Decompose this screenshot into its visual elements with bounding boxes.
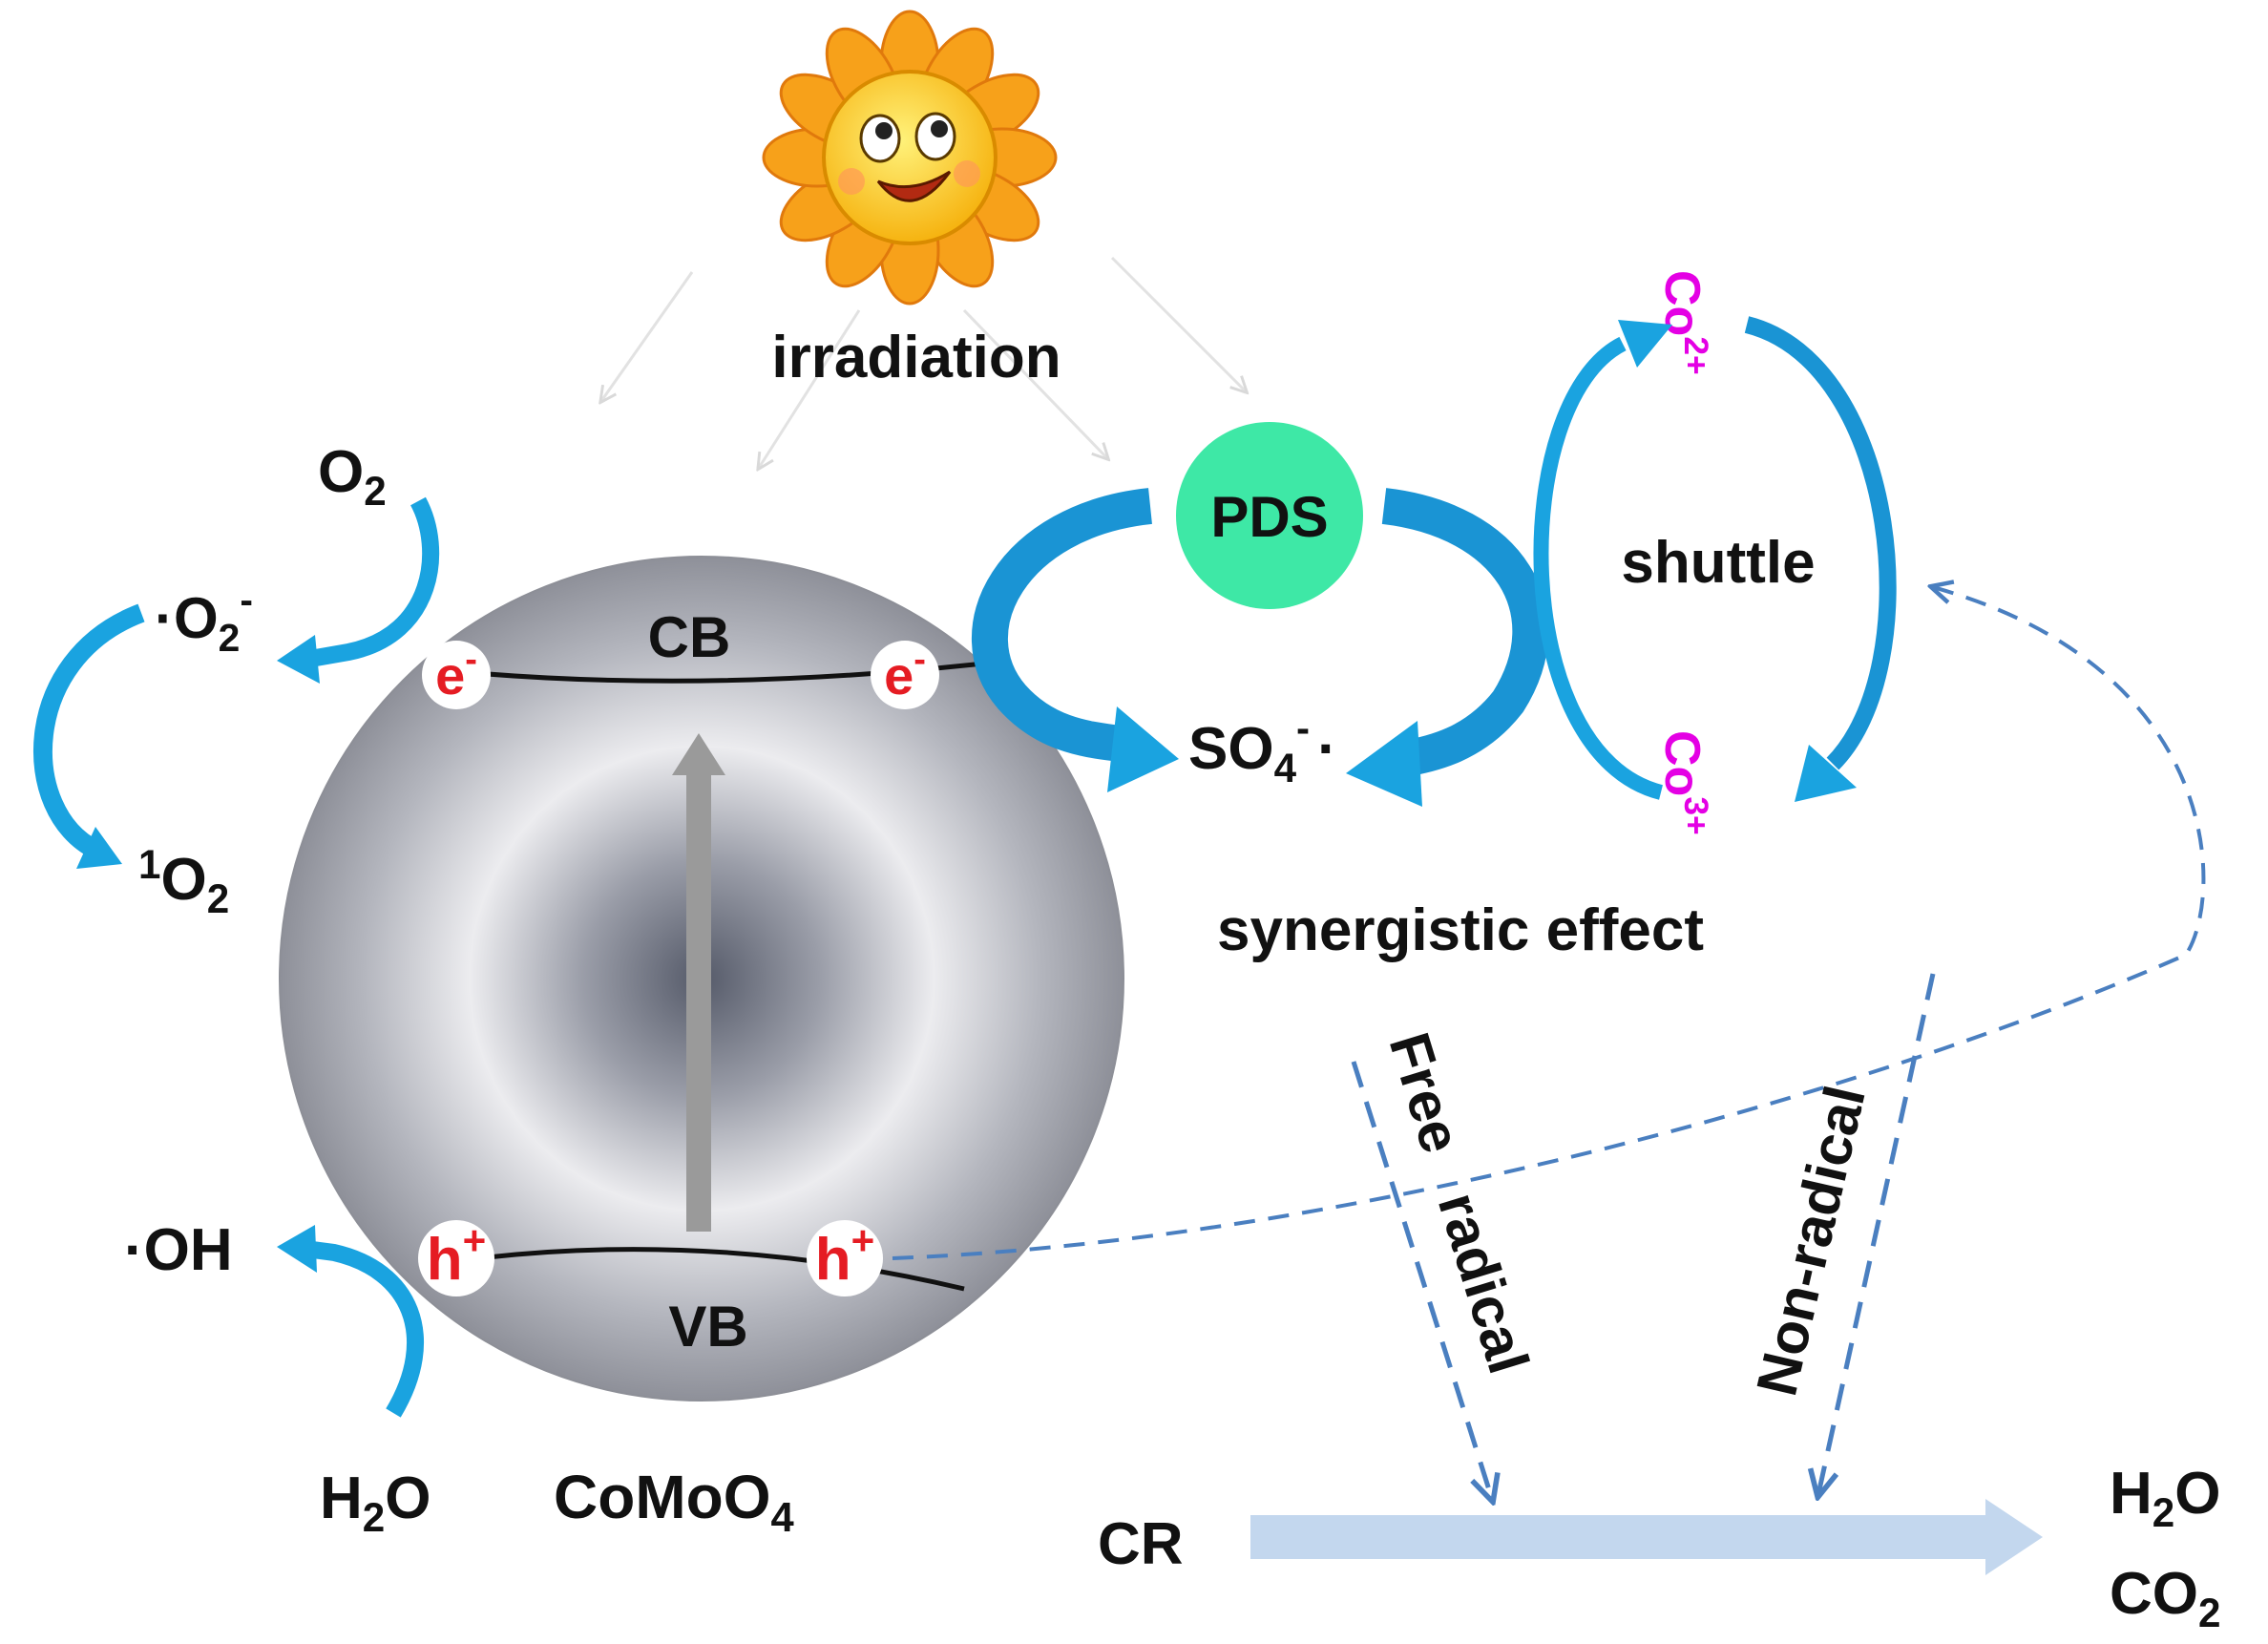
valence-band-line: [448, 1247, 965, 1292]
product-water-label: H2O: [2110, 1461, 2220, 1535]
svg-text:e-: e-: [435, 640, 477, 706]
synergistic-effect-label: synergistic effect: [1217, 897, 1704, 963]
pds-electron-activation-arrow: [971, 488, 1179, 792]
pds-label: PDS: [1210, 485, 1328, 549]
degradation-arrow: [1250, 1499, 2043, 1575]
co3-label: Co3+: [1654, 730, 1714, 835]
o2-reduction-arrow: [277, 496, 440, 684]
svg-text:h+: h+: [815, 1218, 875, 1293]
o2-label: O2: [318, 439, 387, 514]
excitation-arrow: [672, 733, 725, 1232]
co2-label: Co2+: [1654, 270, 1714, 375]
non-radical-label: Non-radical: [1744, 1080, 1878, 1402]
hydroxyl-radical-label: ·OH: [124, 1217, 233, 1283]
sun-face-icon: [762, 10, 1058, 306]
water-oxidation-arrow: [277, 1225, 424, 1418]
co-reduction-arrow: [1533, 320, 1672, 800]
co-oxidation-arrow: [1744, 316, 1897, 802]
hole-right: h+: [807, 1218, 883, 1296]
hole-to-shuttle-dashed-arrow: [892, 587, 2206, 1260]
particle-name: CoMoO4: [554, 1463, 794, 1541]
superoxide-conversion-arrow: [32, 603, 145, 869]
free-radical-label: Freeradical: [1377, 1025, 1542, 1381]
svg-text:e-: e-: [884, 640, 926, 706]
vb-label: VB: [668, 1295, 747, 1359]
hole-left: h+: [418, 1218, 494, 1296]
cr-reactant-label: CR: [1098, 1511, 1184, 1577]
electron-left: e-: [422, 640, 491, 709]
electron-right: e-: [871, 640, 939, 709]
sulfate-radical-label: SO4-·: [1188, 706, 1337, 790]
pds-node: [1176, 422, 1363, 609]
shuttle-label: shuttle: [1621, 530, 1815, 596]
irradiation-label: irradiation: [771, 325, 1060, 390]
non-radical-dashed-arrow: [1818, 973, 1936, 1494]
product-co2-label: CO2: [2110, 1561, 2220, 1635]
water-reactant-label: H2O: [320, 1465, 430, 1540]
pds-cobalt-activation-arrow: [1346, 488, 1549, 807]
free-radical-dashed-arrow: [1351, 1061, 1492, 1499]
irradiation-rays: [601, 256, 1246, 468]
cb-label: CB: [648, 605, 731, 669]
singlet-oxygen-label: 1O2: [138, 842, 229, 921]
svg-text:h+: h+: [427, 1218, 487, 1293]
superoxide-label: ·O2-: [155, 578, 253, 660]
